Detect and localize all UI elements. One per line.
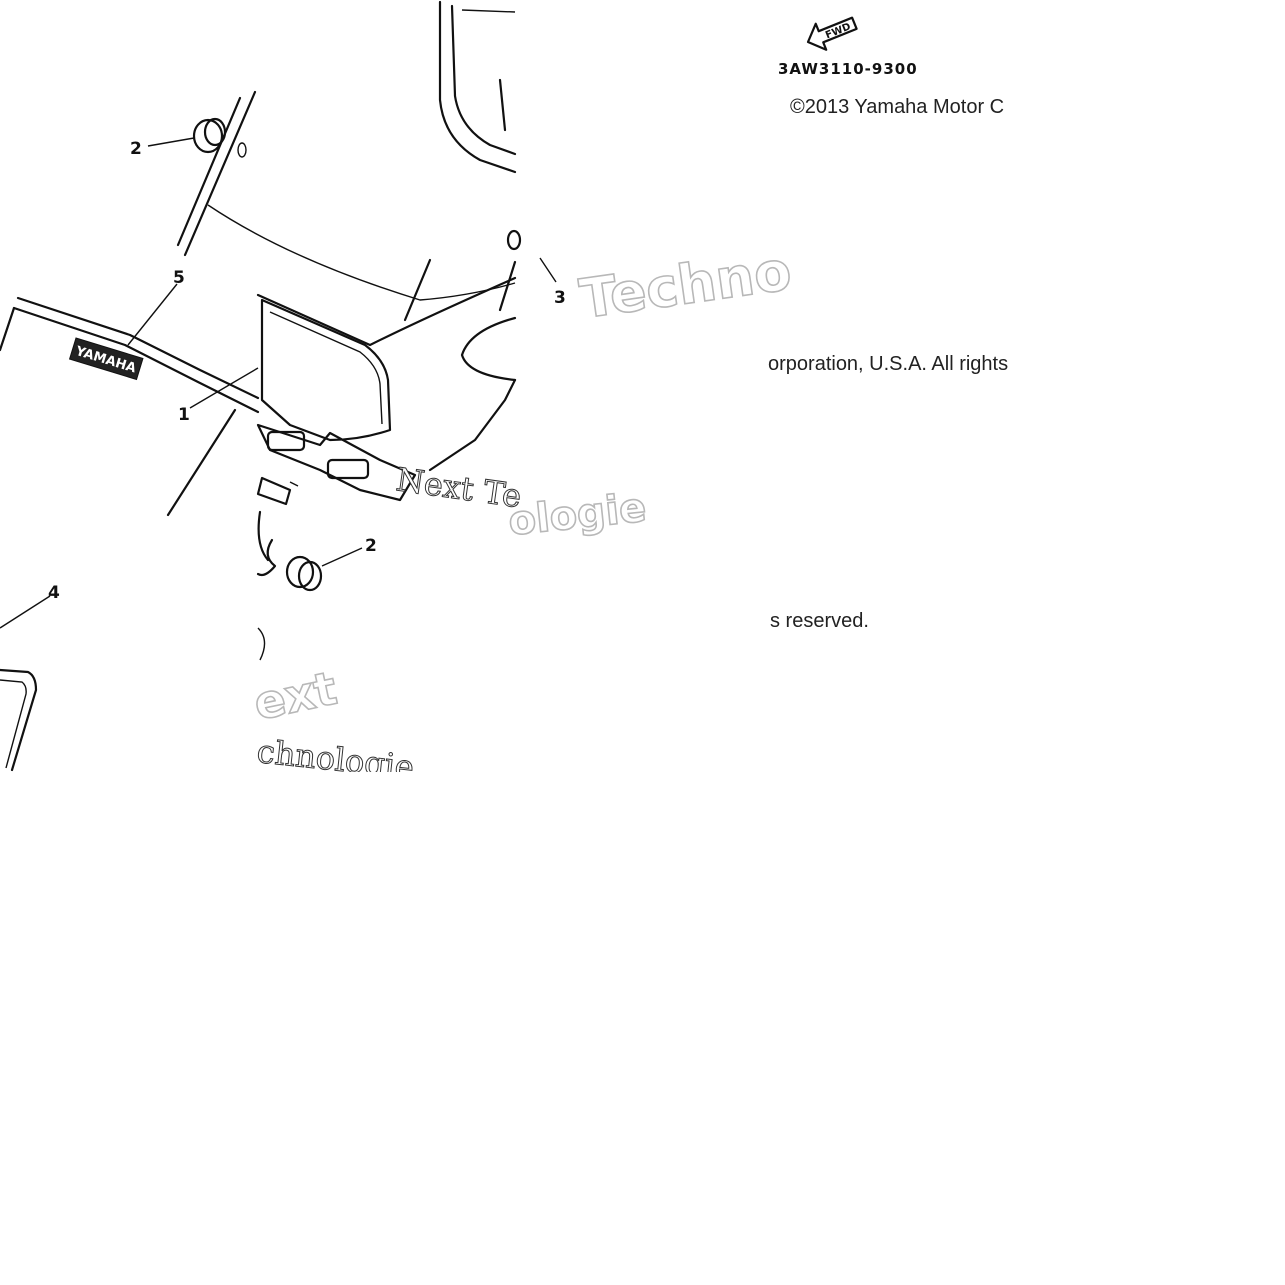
blank-bottom <box>0 772 1285 1285</box>
yamaha-emblem: YAMAHA <box>68 337 144 381</box>
tail-lens <box>260 298 392 442</box>
watermark-ext: ext <box>249 661 341 731</box>
copyright-line-1: ©2013 Yamaha Motor C <box>790 96 1005 118</box>
callout-5: 5 <box>173 268 185 288</box>
leader-lines <box>0 137 557 629</box>
watermark-ologie: ologie <box>506 485 648 545</box>
callout-2-upper: 2 <box>130 139 142 159</box>
part-code: 3AW3110-9300 <box>778 60 918 78</box>
lamp-housing <box>256 423 417 502</box>
grommet-lower <box>285 555 323 592</box>
copyright-line-3: s reserved. <box>770 610 869 632</box>
callout-1: 1 <box>178 405 190 425</box>
lower-left-panel <box>0 668 38 772</box>
copyright-line-2: orporation, U.S.A. All rights <box>768 353 1009 375</box>
callout-4: 4 <box>48 583 60 603</box>
watermark-techno: Techno <box>576 239 795 331</box>
fwd-arrow-icon: FWD <box>806 16 858 51</box>
upper-window-frame <box>438 0 517 174</box>
bolt <box>256 229 522 661</box>
callout-3: 3 <box>554 288 566 308</box>
callout-2-lower: 2 <box>365 536 377 556</box>
cowling-body <box>176 90 517 472</box>
watermark-next-te: Next Te <box>394 460 524 515</box>
side-panel: YAMAHA <box>0 296 260 517</box>
grommet-upper <box>192 117 247 158</box>
